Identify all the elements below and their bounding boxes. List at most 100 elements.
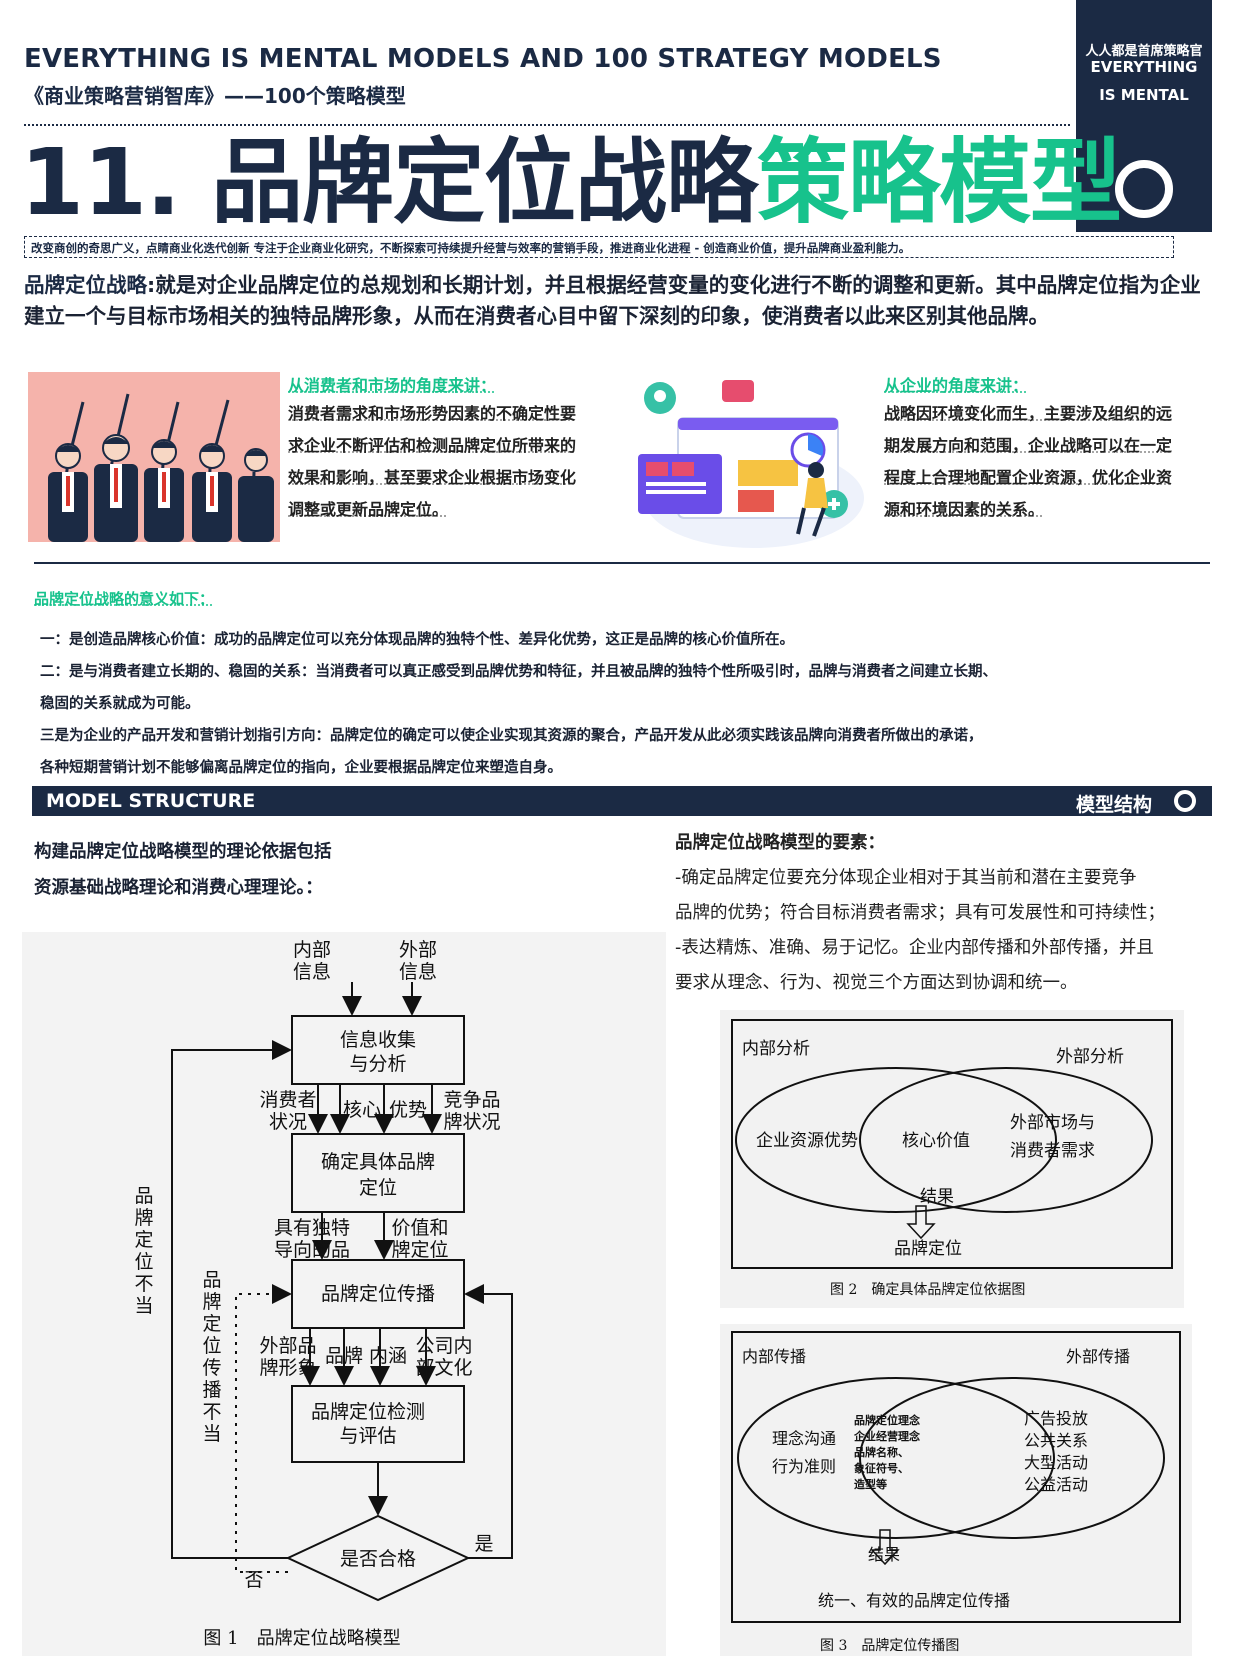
company-perspective-title: 从企业的角度来讲： [884,376,1029,395]
intro-paragraph: 品牌定位战略:就是对企业品牌定位的总规划和长期计划，并且根据经营变量的变化进行不… [24,270,1214,332]
fig1-collect-2: 与分析 [349,1053,406,1075]
banner-en-label: MODEL STRUCTURE [46,790,256,812]
meaning-list: 一：是创造品牌核心价值：成功的品牌定位可以充分体现品牌的独特个性、差异化优势，这… [40,624,1230,784]
company-line: 程度上合理地配置企业资源，优化企业资 [884,468,1173,487]
basis-line: 资源基础战略理论和消费心理理论。： [34,878,323,898]
fig1-internal-culture-2: 部文化 [415,1357,472,1379]
fig1-consumer-status-2: 状况 [269,1111,307,1133]
fig3-center: 品牌定位理念 [854,1413,921,1427]
model-elements-text: 品牌定位战略模型的要素： -确定品牌定位要充分体现企业相对于其当前和潜在主要竞争… [675,826,1235,1001]
fig1-consumer-status: 消费者 [259,1089,316,1111]
model-structure-banner: MODEL STRUCTURE 模型结构 [32,786,1212,816]
elements-line: -确定品牌定位要充分体现企业相对于其当前和潜在主要竞争 [675,868,1137,888]
fig1-internal-info: 内部 [293,939,331,961]
banner-cn-label: 模型结构 [1075,794,1152,816]
fig3-right-4: 公益活动 [1024,1475,1088,1494]
badge-line-2: EVERYTHING [1090,58,1198,76]
fig3-left: 理念沟通 [772,1429,836,1448]
fig1-internal-info-2: 信息 [293,961,331,983]
figure-3-venn: 内部传播 外部传播 理念沟通 行为准则 广告投放 公共关系 大型活动 公益活动 … [720,1324,1192,1656]
fig3-center-2: 企业经营理念 [853,1429,921,1443]
fig2-center: 核心价值 [902,1131,970,1151]
fig2-external: 外部分析 [1056,1047,1124,1067]
section-divider [34,562,1210,564]
fig2-right-2: 消费者需求 [1010,1141,1095,1161]
fig2-left: 企业资源优势 [756,1131,858,1151]
office-dashboard-illustration [638,378,870,548]
company-line: 源和环境因素的关系。 [884,500,1045,519]
fig3-caption: 图 3 品牌定位传播图 [820,1637,959,1654]
company-perspective-body: 战略因环境变化而生，主要涉及组织的远 期发展方向和范围，企业战略可以在一定 程度… [884,398,1220,526]
elements-line: 品牌的优势；符合目标消费者需求；具有可发展性和可持续性； [675,903,1165,923]
figure-1-flowchart: 内部 信息 外部 信息 信息收集 与分析 消费者 状况 核心 优势 竞争品 牌状… [22,932,666,1656]
figure-2-venn: 内部分析 外部分析 企业资源优势 核心价值 外部市场与 消费者需求 结果 品牌定… [720,1010,1184,1308]
consumer-line: 效果和影响，甚至要求企业根据市场变化 [288,468,577,487]
theory-basis-text: 构建品牌定位战略模型的理论依据包括 资源基础战略理论和消费心理理论。： [34,834,634,906]
fig3-left-2: 行为准则 [772,1457,836,1476]
fig1-collect: 信息收集 [340,1029,416,1051]
fig1-external-image-2: 牌形象 [259,1357,316,1379]
header-en-title: EVERYTHING IS MENTAL MODELS AND 100 STRA… [24,44,942,74]
fig1-external-info: 外部 [399,939,437,961]
fig1-yes: 是 [474,1533,493,1555]
fig1-external-info-2: 信息 [399,961,437,983]
fig1-core: 核心 [343,1099,381,1121]
slogan-bar: 改变商创的奇思广义，点睛商业化迭代创新 专注于企业商业化研究，不断探索可持续提升… [24,236,1174,258]
fig1-qualified: 是否合格 [340,1548,416,1570]
fig3-right-2: 公共关系 [1024,1431,1088,1450]
elements-line: 要求从理念、行为、视觉三个方面达到协调和统一。 [675,973,1078,993]
fig1-advantage: 优势 [389,1099,427,1121]
fig1-evaluate-2: 与评估 [339,1425,396,1447]
fig3-center-4: 象征符号、 [854,1461,909,1475]
fig3-output: 统一、有效的品牌定位传播 [818,1591,1010,1610]
page-title-accent: 策略模型 [757,129,1122,236]
fig1-internal-culture: 公司内 [415,1335,472,1357]
fig1-caption: 图 1 品牌定位战略模型 [203,1628,400,1649]
meaning-item: 各种短期营销计划不能够偏离品牌定位的指向，企业要根据品牌定位来塑造自身。 [40,760,562,776]
consumer-perspective-title: 从消费者和市场的角度来讲： [288,376,497,395]
consumer-line: 调整或更新品牌定位。 [288,500,449,519]
fig1-competitor-status-2: 牌状况 [443,1111,500,1133]
fig1-competitor-status: 竞争品 [443,1089,500,1111]
consumer-perspective-body: 消费者需求和市场形势因素的不确定性要 求企业不断评估和检测品牌定位所带来的 效果… [288,398,618,526]
fig3-right-3: 大型活动 [1024,1453,1088,1472]
fig1-evaluate: 品牌定位检测 [311,1401,425,1423]
fig3-center-3: 品牌名称、 [854,1445,909,1459]
fig3-result: 结果 [868,1545,900,1564]
fig3-center-5: 造型等 [854,1477,887,1491]
company-line: 期发展方向和范围，企业战略可以在一定 [884,436,1173,455]
consumer-line: 消费者需求和市场形势因素的不确定性要 [288,404,577,423]
people-cheering-illustration [28,372,280,543]
fig1-external-image: 外部品 [259,1335,316,1357]
header-cn-subtitle: 《商业策略营销智库》——100个策略模型 [24,84,406,108]
meaning-item: 三是为企业的产品开发和营销计划指引方向：品牌定位的确定可以使企业实现其资源的聚合… [40,728,983,744]
elements-heading: 品牌定位战略模型的要素： [675,833,885,853]
elements-line: -表达精炼、准确、易于记忆。企业内部传播和外部传播，并且 [675,938,1154,958]
meaning-item: 稳固的关系就成为可能。 [40,696,200,712]
fig3-right: 广告投放 [1024,1409,1088,1428]
meaning-title: 品牌定位战略的意义如下： [34,590,215,608]
fig1-brand: 品牌 [325,1345,363,1367]
fig1-improper-position: 品牌定位不当 [134,1185,153,1317]
fig1-determine: 确定具体品牌 [321,1151,435,1173]
banner-ring-icon [1174,790,1196,812]
badge-line-1: 人人都是首席策略官 [1085,44,1203,59]
fig1-unique-brand-2: 导向的品 [274,1239,350,1261]
meaning-item: 一：是创造品牌核心价值：成功的品牌定位可以充分体现品牌的独特个性、差异化优势，这… [40,632,794,648]
fig1-no: 否 [244,1569,263,1591]
consumer-line: 求企业不断评估和检测品牌定位所带来的 [288,436,577,455]
fig2-internal: 内部分析 [742,1039,810,1059]
fig2-caption: 图 2 确定具体品牌定位依据图 [830,1281,1025,1298]
fig2-output: 品牌定位 [894,1239,962,1259]
fig1-determine-2: 定位 [359,1177,397,1199]
page-title-main: 11. 品牌定位战略 [20,129,758,236]
company-line: 战略因环境变化而生，主要涉及组织的远 [884,404,1173,423]
header-dotted-divider [24,124,1070,126]
badge-line-3: IS MENTAL [1099,86,1189,104]
fig1-improper-comm: 品牌定位传播不当 [202,1269,221,1445]
badge-ring-icon [1115,160,1173,218]
fig3-external: 外部传播 [1066,1347,1130,1366]
fig2-result: 结果 [920,1187,954,1207]
intro-text: :就是对企业品牌定位的总规划和长期计划，并且根据经营变量的变化进行不断的调整和更… [24,273,1201,328]
basis-line: 构建品牌定位战略模型的理论依据包括 [34,842,332,862]
